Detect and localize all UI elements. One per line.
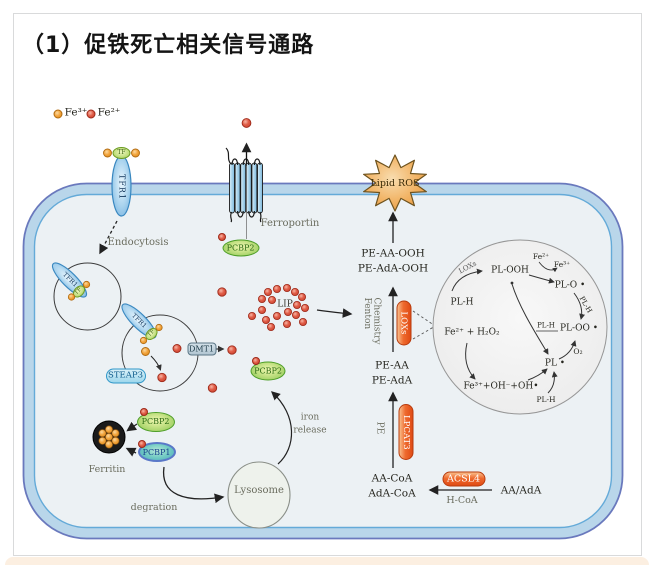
fenton-label-line2: Chemistry bbox=[371, 297, 382, 345]
peroxidation-cycle-circle bbox=[412, 239, 608, 415]
ferritin-shape bbox=[92, 420, 126, 454]
cycle-o2: O₂ bbox=[573, 347, 583, 357]
lysosome-label: Lysosome bbox=[234, 484, 284, 496]
pcbp2-ferritin: PCBP2 bbox=[136, 411, 175, 432]
cycle-pl-ooh: PL-OOH bbox=[491, 265, 529, 276]
lpcat3-pill: LPCAT3 bbox=[398, 404, 414, 460]
pcbp2-ferroportin-iron-dot bbox=[218, 233, 226, 241]
cycle-fenton-products: Fe³⁺+OH⁻+OH• bbox=[463, 381, 539, 392]
tfr1-endosome-1 bbox=[51, 262, 91, 301]
pcbp2-label: PCBP2 bbox=[141, 417, 170, 426]
legend-fe3-label: Fe³⁺ bbox=[64, 106, 88, 119]
acsl4-label: ACSL4 bbox=[447, 473, 480, 484]
fenton-chemistry-label: Fenton Chemistry bbox=[362, 297, 381, 344]
pcbp1-iron-dot bbox=[137, 439, 146, 448]
steap3-label: STEAP3 bbox=[108, 370, 143, 381]
cycle-pl: PL • bbox=[544, 358, 566, 369]
flow-arrows bbox=[99, 211, 492, 504]
endosome-1 bbox=[53, 262, 122, 331]
cycle-fe3: Fe³⁺ bbox=[553, 260, 571, 270]
aa-coa-label: AA-CoA bbox=[371, 472, 413, 485]
lip-cluster bbox=[247, 283, 309, 331]
lysosome-shape bbox=[227, 461, 291, 529]
pe-aa-ooh-label: PE-AA-OOH bbox=[361, 247, 425, 260]
pe-aa-label: PE-AA bbox=[375, 359, 409, 372]
iron-dots bbox=[141, 283, 309, 393]
tf-label: TF bbox=[117, 148, 126, 156]
tfr1-endosome-2 bbox=[121, 303, 163, 345]
loxs-pill: LOXs bbox=[396, 300, 411, 346]
pcbp2-ferritin-iron-dot bbox=[139, 408, 148, 416]
legend-fe2-label: Fe²⁺ bbox=[97, 106, 121, 119]
pcbp2-cytosol: PCBP2 bbox=[250, 361, 286, 380]
cycle-pl-o: PL-O • bbox=[554, 280, 586, 291]
pcbp1-label: PCBP1 bbox=[142, 447, 171, 457]
loxs-label: LOXs bbox=[398, 311, 409, 335]
ada-coa-label: AdA-CoA bbox=[368, 487, 416, 500]
dmt1-box: DMT1 bbox=[187, 342, 216, 355]
h-coa-label: H-CoA bbox=[446, 495, 478, 507]
tfr1-label: TFR1 bbox=[117, 174, 127, 200]
pcbp2-label: PCBP2 bbox=[226, 243, 255, 252]
legend-fe3-dot bbox=[53, 109, 63, 119]
dmt1-label: DMT1 bbox=[188, 344, 215, 353]
ferritin-label: Ferritin bbox=[88, 464, 126, 476]
ferroportin-label: Ferroportin bbox=[260, 217, 320, 229]
steap3-box: STEAP3 bbox=[105, 368, 146, 383]
acsl4-pill: ACSL4 bbox=[442, 471, 485, 486]
cycle-pl-h-left: PL-H bbox=[450, 297, 474, 308]
pe-label: PE bbox=[374, 421, 385, 435]
legend-fe2-dot bbox=[86, 109, 96, 119]
fenton-label-line1: Fenton bbox=[362, 297, 372, 330]
ferroportin-shape bbox=[225, 118, 263, 239]
iron-release-label-2: release bbox=[293, 425, 327, 436]
page-title: （1）促铁死亡相关信号通路 bbox=[22, 33, 315, 58]
next-section-strip bbox=[5, 557, 649, 565]
cycle-arrows bbox=[451, 261, 586, 394]
iron-release-label-1: iron bbox=[300, 412, 320, 423]
cycle-fe2: Fe²⁺ bbox=[532, 252, 550, 262]
pe-ada-ooh-label: PE-AdA-OOH bbox=[357, 261, 429, 274]
cycle-pl-h-mid: PL-H bbox=[537, 321, 555, 330]
endocytosis-label: Endocytosis bbox=[107, 236, 169, 248]
pcbp1-box: PCBP1 bbox=[137, 442, 176, 462]
cycle-pl-oo: PL-OO • bbox=[560, 323, 598, 334]
cycle-pl-h-bottom: PL-H bbox=[536, 395, 556, 405]
tfr1-membrane bbox=[103, 147, 140, 217]
degration-label: degration bbox=[130, 502, 178, 514]
pcbp2-label: PCBP2 bbox=[254, 366, 282, 375]
lpcat3-label: LPCAT3 bbox=[401, 414, 411, 450]
lipid-ros-label: Lipid ROS bbox=[370, 178, 420, 190]
aa-ada-label: AA/AdA bbox=[500, 484, 542, 497]
cycle-fenton-reactants: Fe²⁺ + H₂O₂ bbox=[444, 327, 500, 338]
pe-ada-label: PE-AdA bbox=[371, 374, 413, 387]
pcbp2-cytosol-iron-dot bbox=[252, 357, 260, 365]
pcbp2-ferroportin: PCBP2 bbox=[222, 239, 259, 256]
lipid-ros-star bbox=[363, 154, 427, 212]
lip-label: LIP bbox=[277, 299, 293, 310]
